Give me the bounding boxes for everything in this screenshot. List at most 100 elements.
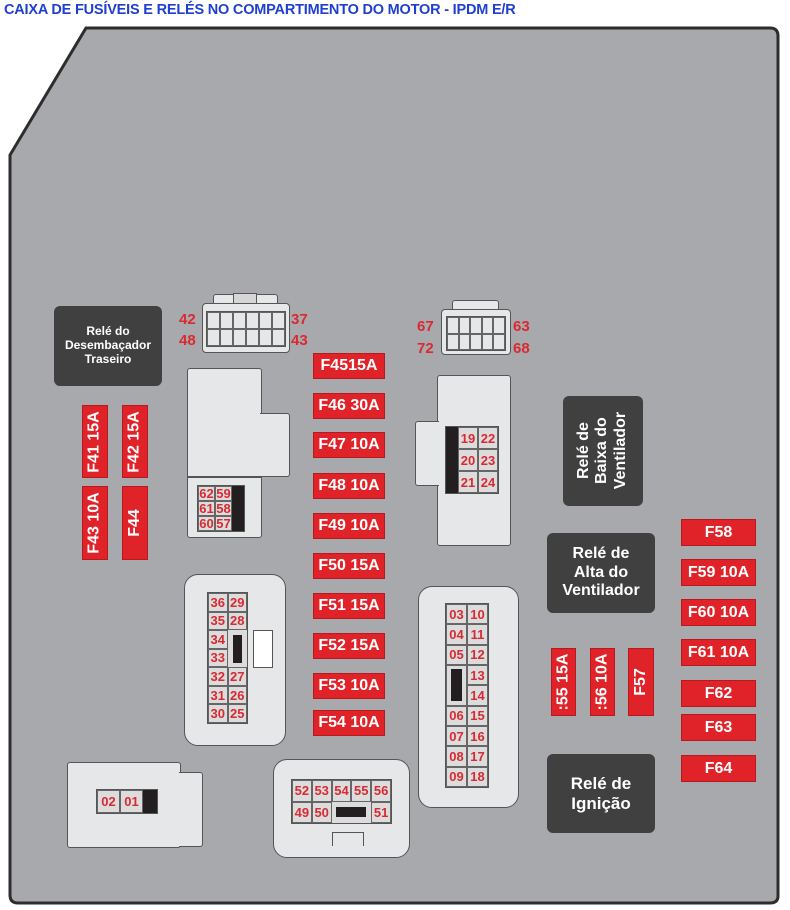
pin-label: 72: [417, 340, 434, 357]
pin-label: 07: [446, 726, 467, 747]
pin-label: 53: [311, 780, 332, 802]
pin-label: 02: [97, 790, 120, 813]
fuse-f53: F53 10A: [313, 673, 385, 699]
pin-label: 05: [446, 644, 467, 665]
relay-label: Relé de: [572, 545, 630, 563]
fuse-label: F57: [632, 668, 650, 696]
pin-label: 32: [208, 667, 228, 686]
pin-label: 42: [179, 311, 196, 328]
pin-label: 43: [291, 332, 308, 349]
pin-label: 59: [215, 486, 232, 501]
fuse-f63: F63: [681, 714, 756, 741]
pin-label: 17: [467, 746, 488, 767]
pin-label: 21: [458, 471, 478, 493]
fuse-f49: F49 10A: [313, 513, 385, 539]
relay-label: Traseiro: [84, 351, 132, 366]
pin-label: 49: [292, 801, 312, 823]
diagram-title: CAIXA DE FUSÍVEIS E RELÉS NO COMPARTIMEN…: [4, 2, 516, 18]
fuse-label: :55 15A: [554, 653, 572, 711]
pin-label: 14: [467, 685, 488, 706]
pin-label: 06: [446, 705, 467, 726]
fuse-f41: F41 15A: [82, 405, 108, 478]
fuse-f64: F64: [681, 755, 756, 782]
pin-label: 60: [198, 516, 215, 531]
pin-label: 19: [458, 427, 478, 449]
pin-label: 22: [478, 427, 498, 449]
relay-label: Relé do: [86, 324, 130, 339]
pin-label: 61: [198, 501, 215, 516]
pin-label: 15: [467, 705, 488, 726]
fuse-label: F43 10A: [86, 492, 103, 554]
relay-label: Alta do: [573, 563, 629, 581]
fuse-f59: F59 10A: [681, 559, 756, 586]
pin-label: 67: [417, 318, 434, 335]
fuse-f56: :56 10A: [590, 648, 615, 716]
pin-label: 29: [227, 593, 247, 612]
pin-label: 57: [215, 516, 232, 531]
pin-label: 30: [208, 704, 228, 723]
pin-label: 68: [513, 340, 530, 357]
pin-label: 10: [467, 604, 488, 625]
pin-label: 18: [467, 766, 488, 787]
pin-label: 28: [227, 611, 247, 631]
pin-label: 58: [215, 501, 232, 516]
pin-label: 04: [446, 624, 467, 645]
fuse-label: :56 10A: [593, 653, 611, 711]
pin-label: 20: [458, 449, 478, 471]
fuse-f57: F57: [628, 648, 654, 716]
fuse-f46: F46 30A: [313, 393, 385, 419]
fuse-f47: F47 10A: [313, 432, 385, 458]
pin-label: 48: [179, 332, 196, 349]
fuse-f62: F62: [681, 680, 756, 707]
pin-label: 34: [208, 630, 228, 649]
pin-label: 36: [208, 593, 228, 612]
pin-label: 16: [467, 726, 488, 747]
fuse-f42: F42 15A: [122, 405, 148, 478]
fuse-f58: F58: [681, 519, 756, 546]
pin-label: 37: [291, 311, 308, 328]
pin-label: 12: [467, 644, 488, 665]
relay-label: Ventilador: [562, 582, 640, 600]
pin-label: 35: [208, 611, 228, 631]
pin-label: 24: [478, 471, 498, 493]
fuse-label: F41 15A: [86, 410, 103, 473]
pin-label: 31: [208, 685, 228, 705]
pin-label: 26: [227, 685, 247, 705]
relay-label: Relé de: [570, 773, 632, 793]
fuse-label: F44: [126, 509, 144, 537]
relay-label: Baixa do: [593, 417, 611, 485]
fuse-f50: F50 15A: [313, 553, 385, 579]
pin-label: 11: [467, 624, 488, 645]
relay-label: Relé de: [575, 422, 593, 480]
fuse-f54: F54 10A: [313, 710, 385, 736]
fuse-f43: F43 10A: [82, 486, 108, 560]
pin-label: 13: [467, 665, 488, 686]
pin-label: 55: [351, 780, 372, 802]
pin-label: 25: [227, 704, 247, 723]
pin-label: 27: [227, 667, 247, 686]
pin-label: 01: [120, 790, 143, 813]
pin-label: 56: [371, 780, 391, 802]
pin-label: 52: [292, 780, 312, 802]
relay-label: Ignição: [571, 793, 631, 813]
pin-label: 33: [208, 648, 228, 668]
pin-label: 51: [371, 801, 391, 823]
fuse-f61: F61 10A: [681, 639, 756, 666]
pin-label: 23: [478, 449, 498, 471]
relay-label: Desembaçador: [64, 338, 152, 353]
fuse-f51: F51 15A: [313, 593, 385, 619]
fuse-f44: F44: [122, 486, 148, 560]
fuse-f48: F48 10A: [313, 473, 385, 499]
fuse-f52: F52 15A: [313, 633, 385, 659]
pin-label: 08: [446, 746, 467, 767]
pin-label: 54: [331, 780, 352, 802]
pin-label: 03: [446, 604, 467, 625]
fuse-f55: :55 15A: [551, 648, 576, 716]
pin-label: 62: [198, 486, 215, 501]
fuse-f60: F60 10A: [681, 599, 756, 626]
pin-label: 09: [446, 766, 467, 787]
